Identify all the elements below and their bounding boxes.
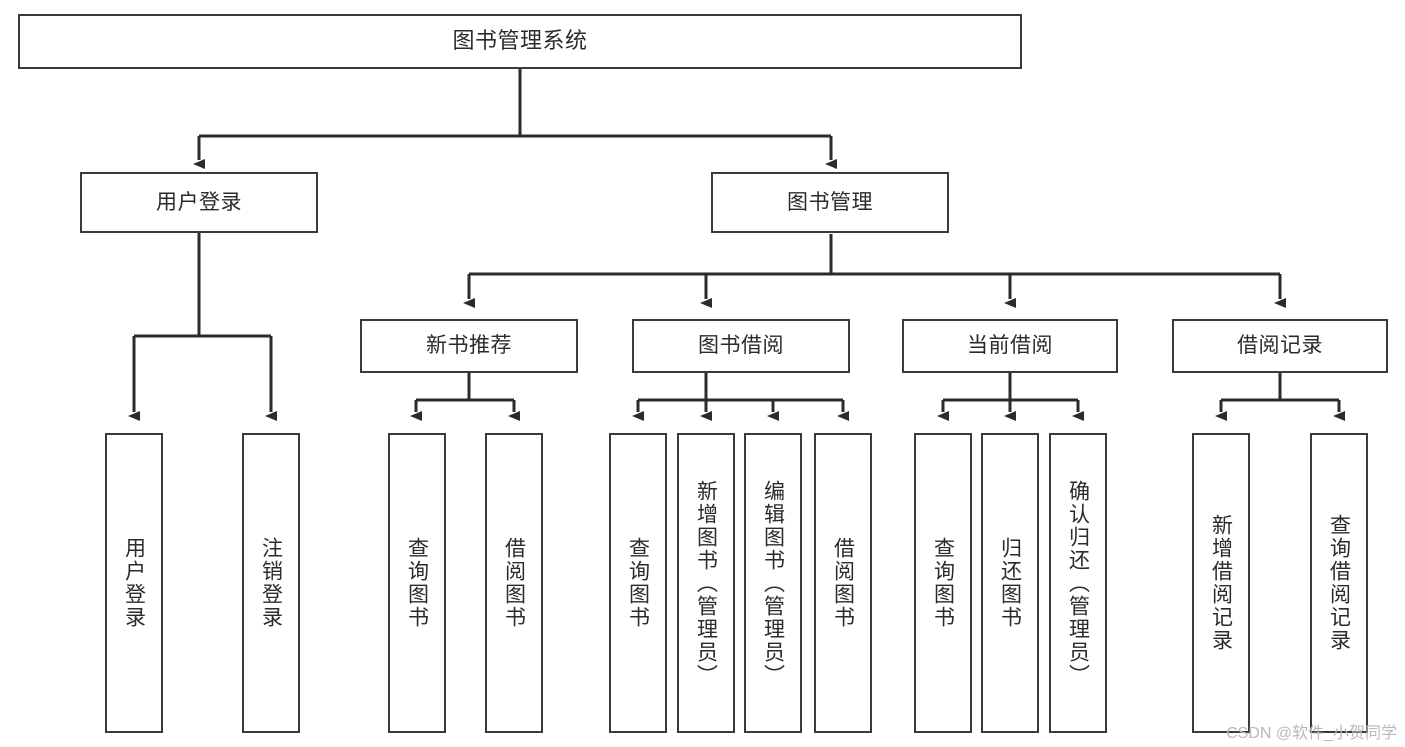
node-label: 归还图书: [998, 537, 1022, 629]
leaf-query-book-current[interactable]: 查询图书: [914, 433, 972, 733]
node-label: 查询图书: [931, 537, 955, 629]
node-label: 编辑图书（管理员）: [761, 479, 785, 687]
watermark: CSDN @软件_小贺同学: [1226, 725, 1397, 742]
leaf-confirm-return-admin[interactable]: 确认归还（管理员）: [1049, 433, 1107, 733]
node-label: 图书管理: [787, 190, 873, 214]
node-label: 新书推荐: [426, 334, 512, 358]
node-book-management[interactable]: 图书管理: [711, 172, 949, 233]
node-label: 借阅记录: [1237, 334, 1323, 358]
node-label: 查询图书: [405, 537, 429, 629]
node-current-borrow[interactable]: 当前借阅: [902, 319, 1118, 373]
leaf-logout[interactable]: 注销登录: [242, 433, 300, 733]
node-book-borrow[interactable]: 图书借阅: [632, 319, 850, 373]
node-label: 用户登录: [122, 537, 146, 629]
node-label: 查询借阅记录: [1327, 514, 1351, 652]
leaf-add-book-admin[interactable]: 新增图书（管理员）: [677, 433, 735, 733]
leaf-borrow-book[interactable]: 借阅图书: [814, 433, 872, 733]
leaf-edit-book-admin[interactable]: 编辑图书（管理员）: [744, 433, 802, 733]
leaf-return-book[interactable]: 归还图书: [981, 433, 1039, 733]
leaf-add-borrow-record[interactable]: 新增借阅记录: [1192, 433, 1250, 733]
node-label: 新增借阅记录: [1209, 514, 1233, 652]
leaf-user-login[interactable]: 用户登录: [105, 433, 163, 733]
node-label: 当前借阅: [967, 334, 1053, 358]
node-borrow-record[interactable]: 借阅记录: [1172, 319, 1388, 373]
leaf-query-book-borrow[interactable]: 查询图书: [609, 433, 667, 733]
leaf-query-book-recommend[interactable]: 查询图书: [388, 433, 446, 733]
node-label: 新增图书（管理员）: [694, 479, 718, 687]
node-label: 图书管理系统: [452, 28, 588, 54]
node-label: 确认归还（管理员）: [1066, 479, 1090, 687]
node-root[interactable]: 图书管理系统: [18, 14, 1022, 69]
node-label: 借阅图书: [831, 537, 855, 629]
node-label: 查询图书: [626, 537, 650, 629]
node-user-login[interactable]: 用户登录: [80, 172, 318, 233]
node-label: 用户登录: [156, 190, 242, 214]
node-label: 借阅图书: [502, 537, 526, 629]
node-label: 注销登录: [259, 537, 283, 629]
leaf-borrow-book-recommend[interactable]: 借阅图书: [485, 433, 543, 733]
node-label: 图书借阅: [698, 334, 784, 358]
leaf-query-borrow-record[interactable]: 查询借阅记录: [1310, 433, 1368, 733]
node-new-book-recommend[interactable]: 新书推荐: [360, 319, 578, 373]
